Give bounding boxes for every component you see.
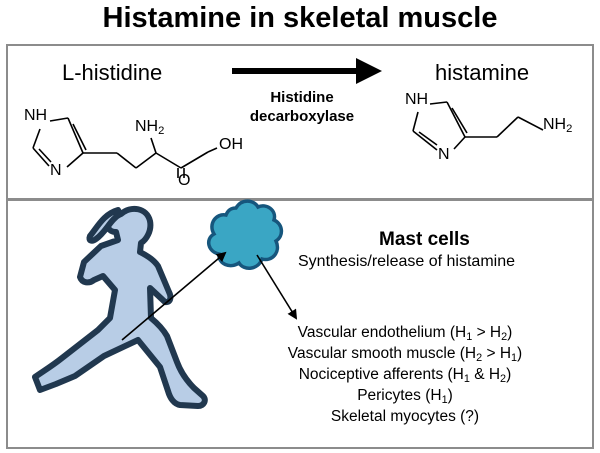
substrate-atom-n: N xyxy=(50,162,62,179)
enzyme-line-1: Histidine xyxy=(270,89,334,106)
product-name: histamine xyxy=(435,60,530,85)
product-atom-nh2: NH2 xyxy=(543,116,573,135)
target-item: Vascular smooth muscle (H2 > H1) xyxy=(287,345,523,364)
target-list: Vascular endothelium (H1 > H2) Vascular … xyxy=(255,322,555,427)
substrate-atom-nh2: NH2 xyxy=(135,118,165,137)
substrate-atom-oh: OH xyxy=(219,136,243,153)
substrate-name: L-histidine xyxy=(62,60,163,85)
figure-title: Histamine in skeletal muscle xyxy=(102,2,498,34)
enzyme-label: Histidine decarboxylase xyxy=(222,88,382,126)
substrate-atom-o: O xyxy=(178,172,191,189)
arrow-runner-to-mast-cell xyxy=(121,251,227,341)
mast-cells-subtitle: Synthesis/release of histamine xyxy=(298,253,515,270)
target-item: Vascular endothelium (H1 > H2) xyxy=(297,324,513,343)
runner-silhouette xyxy=(32,205,208,409)
target-item: Skeletal myocytes (?) xyxy=(330,408,480,425)
histidine-structure xyxy=(32,117,218,178)
enzyme-line-2: decarboxylase xyxy=(249,108,355,125)
mast-cell-blob xyxy=(206,199,284,270)
arrow-mast-cell-to-targets xyxy=(256,254,298,320)
target-item: Nociceptive afferents (H1 & H2) xyxy=(298,366,512,385)
histamine-structure xyxy=(412,101,544,151)
product-atom-n: N xyxy=(438,146,450,163)
target-item: Pericytes (H1) xyxy=(357,387,453,406)
product-atom-nh: NH xyxy=(405,91,429,108)
mast-cell-panel xyxy=(6,199,594,449)
mast-cells-title: Mast cells xyxy=(379,229,470,250)
substrate-atom-nh: NH xyxy=(24,107,48,124)
reaction-arrow xyxy=(232,58,382,84)
